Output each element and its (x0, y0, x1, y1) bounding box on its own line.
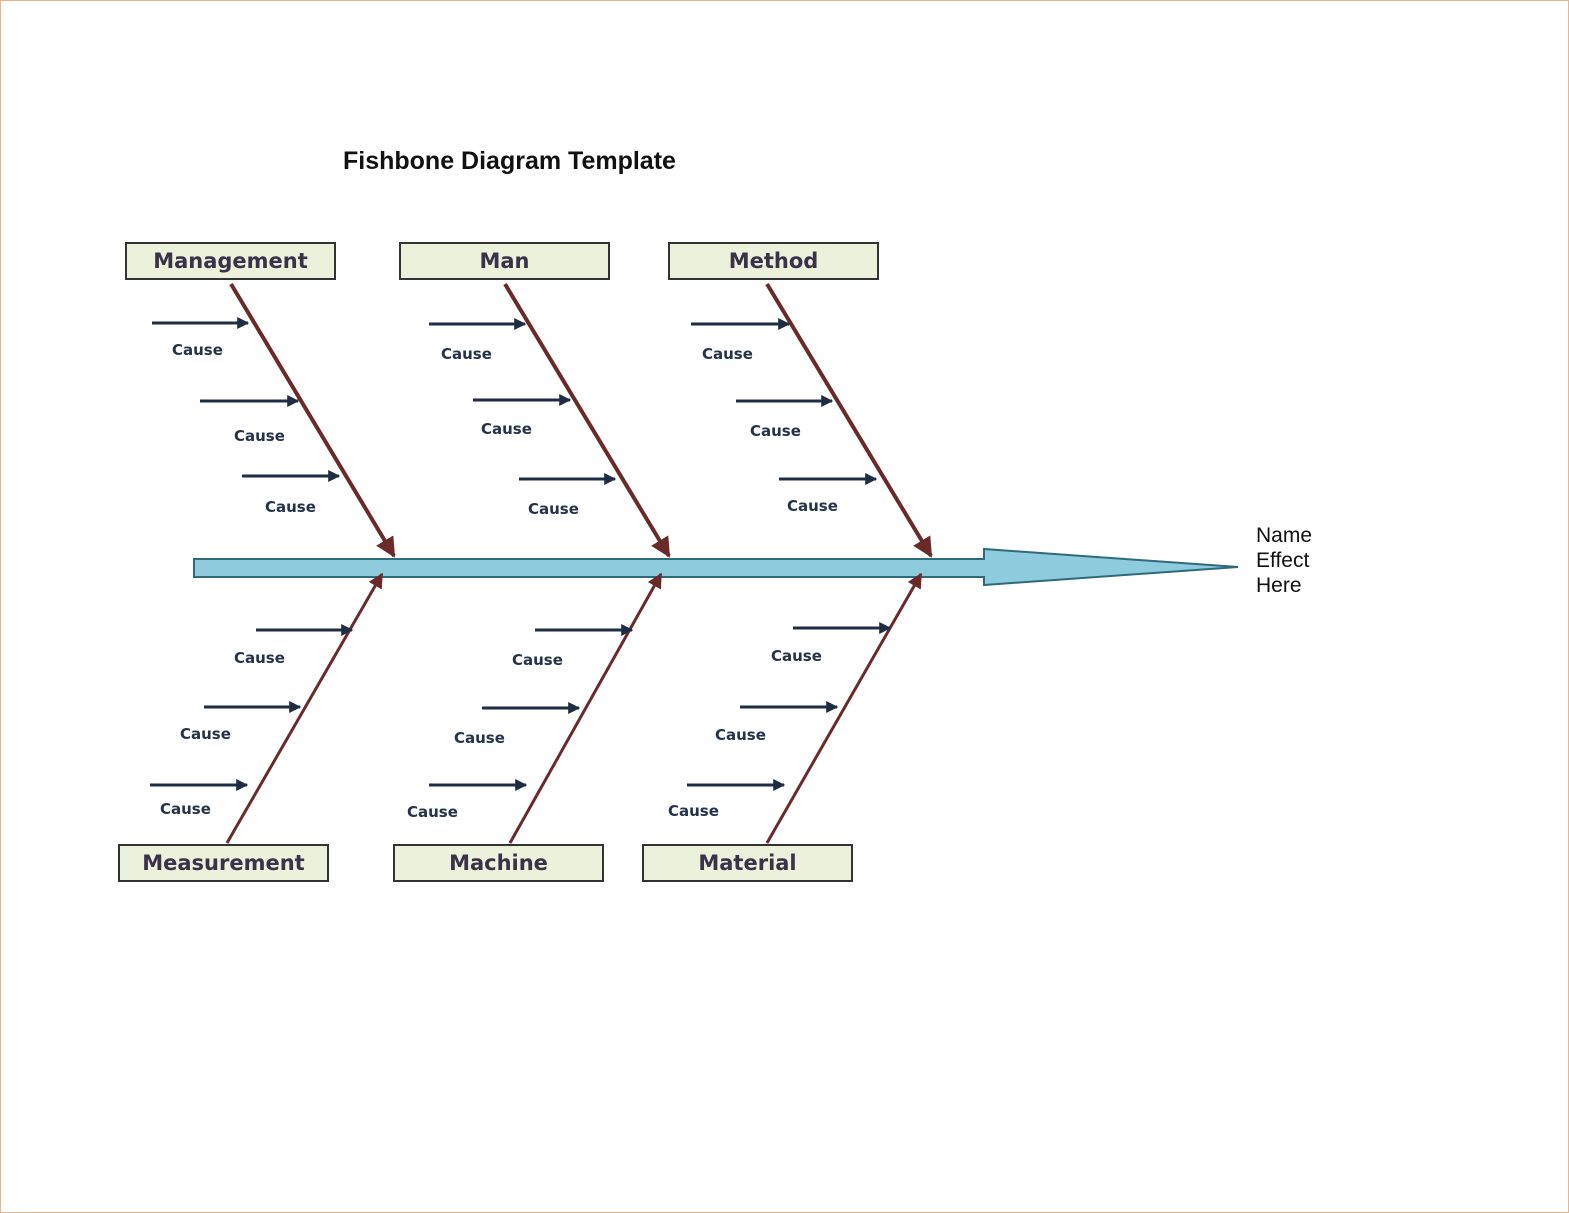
category-method: Method (668, 242, 879, 280)
cause-label: Cause (265, 498, 316, 516)
effect-line: Effect (1256, 549, 1310, 572)
effect-label: Name Effect Here (1256, 523, 1312, 598)
cause-label: Cause (512, 651, 563, 669)
cause-label: Cause (750, 422, 801, 440)
cause-label: Cause (771, 647, 822, 665)
cause-label: Cause (481, 420, 532, 438)
category-measurement: Measurement (118, 844, 329, 882)
category-man: Man (399, 242, 610, 280)
bone-man (503, 282, 671, 558)
cause-label: Cause (234, 427, 285, 445)
cause-label: Cause (407, 803, 458, 821)
bone-management (229, 282, 396, 558)
spine-arrow (193, 547, 1239, 587)
category-management: Management (125, 242, 336, 280)
category-machine: Machine (393, 844, 604, 882)
bone-machine (508, 572, 663, 844)
cause-label: Cause (454, 729, 505, 747)
effect-line: Here (1256, 574, 1302, 597)
effect-line: Name (1256, 524, 1313, 547)
cause-label: Cause (160, 800, 211, 818)
cause-label: Cause (715, 726, 766, 744)
cause-label: Cause (234, 649, 285, 667)
category-material: Material (642, 844, 853, 882)
cause-label: Cause (528, 500, 579, 518)
cause-label: Cause (787, 497, 838, 515)
bone-measurement (225, 572, 384, 844)
bone-material (765, 572, 923, 844)
diagram-title: Fishbone Diagram Template (343, 147, 676, 175)
cause-label: Cause (180, 725, 231, 743)
bone-method (765, 282, 933, 558)
cause-label: Cause (441, 345, 492, 363)
cause-label: Cause (172, 341, 223, 359)
cause-label: Cause (702, 345, 753, 363)
cause-label: Cause (668, 802, 719, 820)
